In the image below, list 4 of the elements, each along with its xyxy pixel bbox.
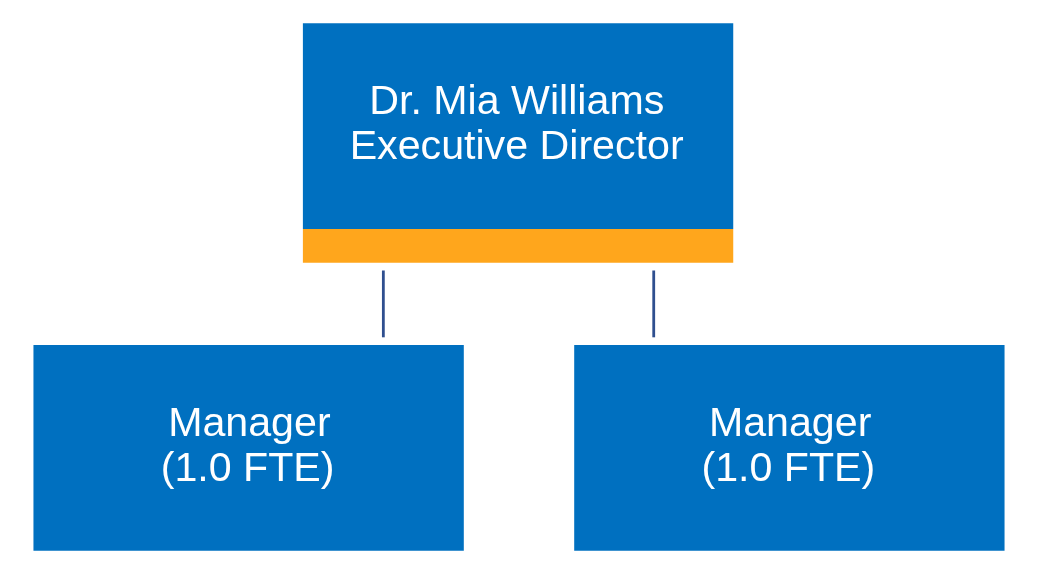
node-box: Manager (1.0 FTE) bbox=[33, 345, 464, 551]
connector bbox=[381, 270, 385, 338]
node-box: Manager (1.0 FTE) bbox=[574, 345, 1005, 551]
connector bbox=[652, 270, 656, 338]
